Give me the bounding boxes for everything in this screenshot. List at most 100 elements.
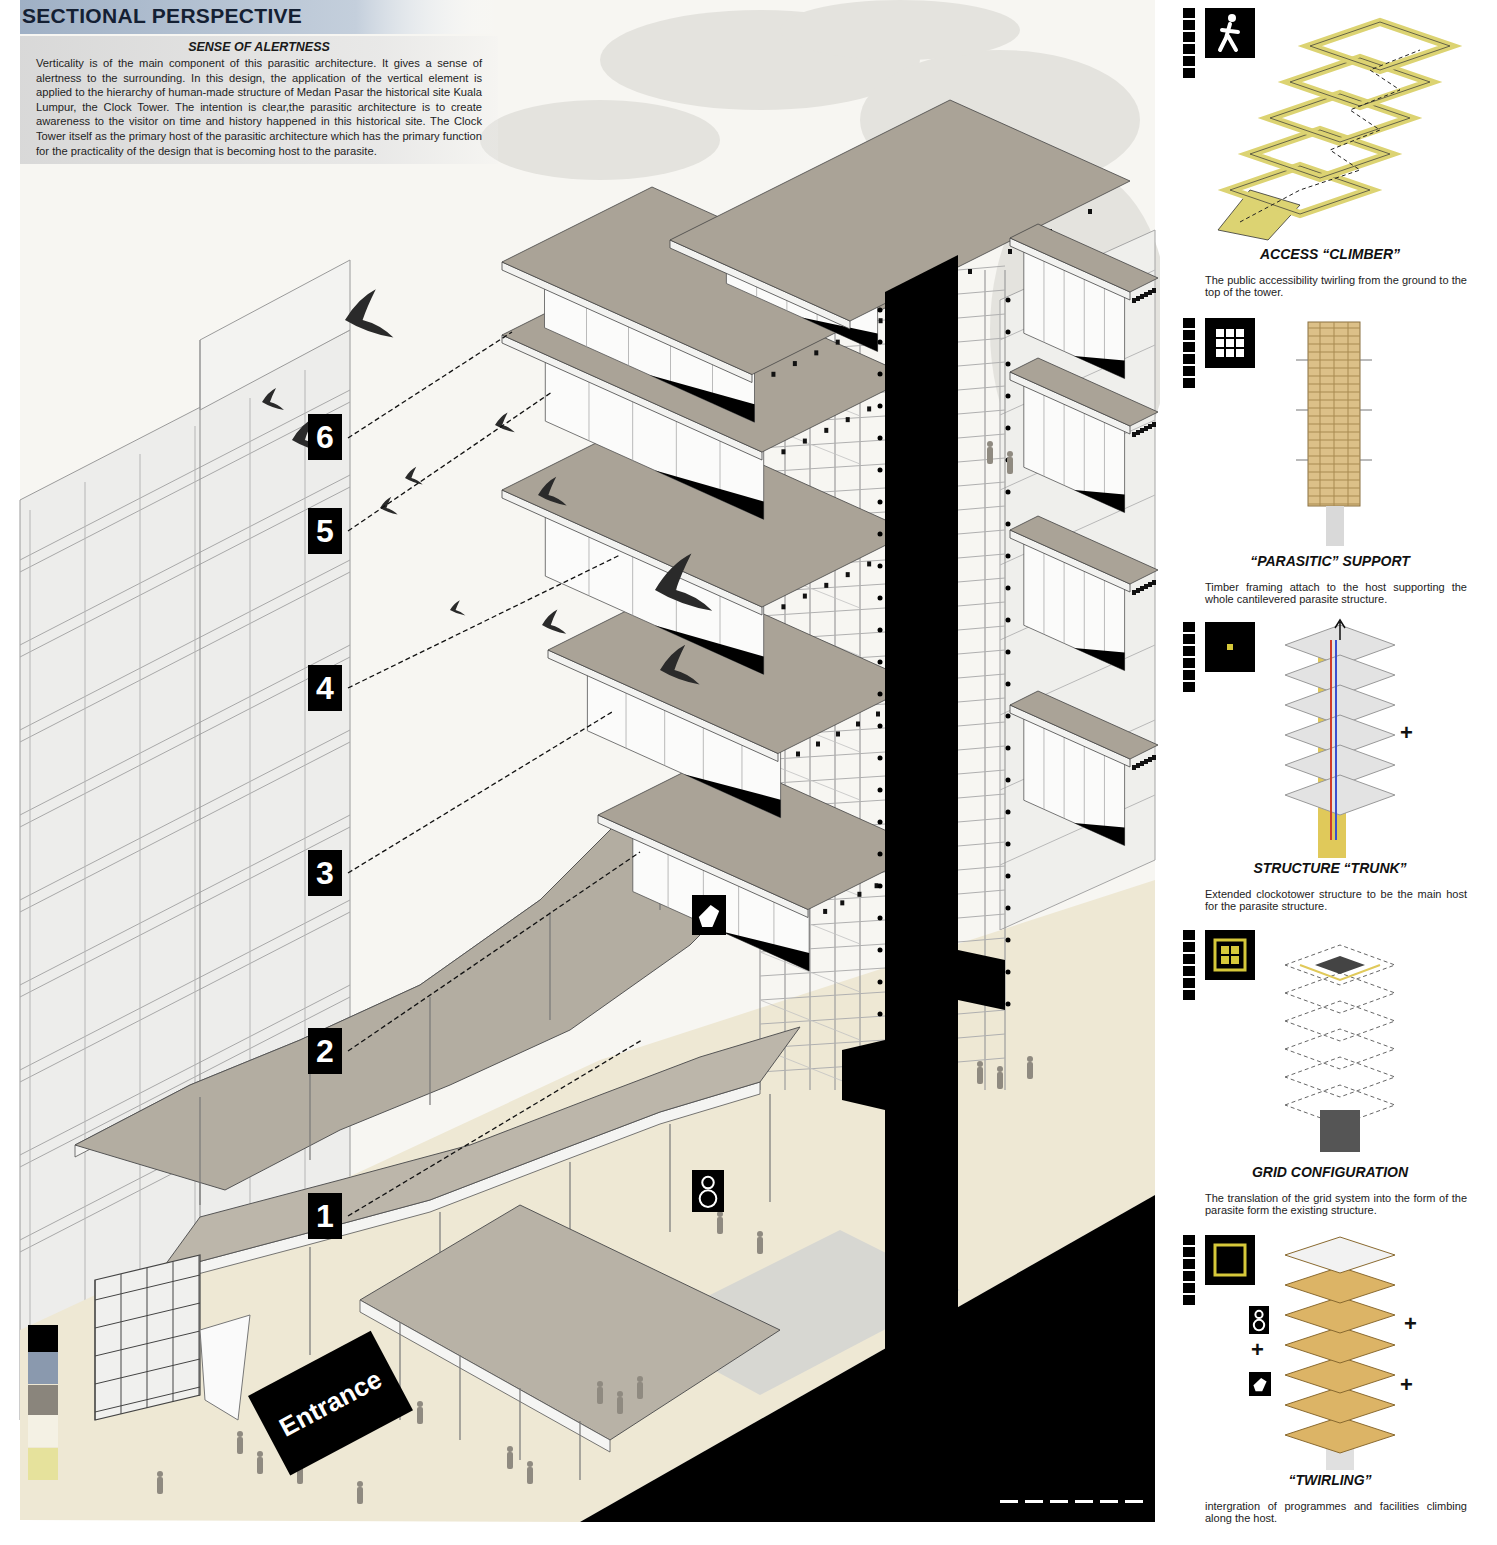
speaker-cone xyxy=(1255,1311,1262,1318)
canopy-roof xyxy=(360,1205,780,1440)
lattice-rail xyxy=(958,1034,1005,1038)
wall-shadow xyxy=(1074,356,1124,379)
wall-mullion xyxy=(1043,724,1044,809)
person-head xyxy=(527,1461,533,1467)
lattice-rail xyxy=(958,1010,1005,1014)
bolt xyxy=(1006,682,1011,687)
glass-mullion xyxy=(173,1262,174,1402)
speaker-icon xyxy=(692,1170,724,1212)
beam-end xyxy=(1136,763,1140,768)
bolt xyxy=(878,436,883,441)
index-bar xyxy=(1183,1283,1195,1293)
lattice-rail xyxy=(958,650,1005,654)
index-bar xyxy=(1183,1295,1195,1305)
person-body xyxy=(597,1387,603,1404)
leader-line xyxy=(348,852,640,1051)
grid-layer xyxy=(1285,945,1395,985)
plus-sign: + xyxy=(1251,1339,1264,1361)
node-label: Entrance xyxy=(275,1366,385,1441)
facade-band xyxy=(20,402,350,572)
facade-band xyxy=(20,730,350,900)
beam-end xyxy=(1148,290,1152,295)
scale-bar xyxy=(1050,1500,1068,1503)
person-body xyxy=(617,1397,623,1414)
ramp-column xyxy=(429,997,430,1105)
beam-end xyxy=(1140,586,1144,591)
climber-path xyxy=(1240,50,1420,222)
beam-end xyxy=(1140,761,1144,766)
facade-band xyxy=(20,742,350,912)
bird xyxy=(405,467,423,485)
bird xyxy=(660,645,700,685)
callout-number: 4 xyxy=(308,665,342,711)
person xyxy=(637,1376,643,1399)
lattice-rail xyxy=(958,458,1005,462)
beam-end xyxy=(1152,755,1156,760)
plus-sign: + xyxy=(1404,1313,1417,1335)
index-bar xyxy=(1183,942,1195,952)
beam-end xyxy=(1140,294,1144,299)
grid-trace xyxy=(1300,965,1380,980)
grid-cell xyxy=(1236,329,1244,337)
index-bar xyxy=(1183,966,1195,976)
index-bar xyxy=(1183,954,1195,964)
wall-shadow xyxy=(684,774,781,817)
lattice-rail xyxy=(958,938,1005,942)
index-bar xyxy=(1183,342,1195,352)
person-body xyxy=(637,1382,643,1399)
bolt xyxy=(1006,778,1011,783)
lattice-rail xyxy=(958,842,1005,846)
person xyxy=(597,1381,603,1404)
slab-top xyxy=(1010,358,1158,426)
concept-panel xyxy=(1160,0,1497,1545)
person-body xyxy=(1027,1062,1033,1079)
speaker-cone xyxy=(700,1190,717,1207)
beam-end xyxy=(781,604,785,609)
glass-transom xyxy=(95,1387,200,1412)
beam-end xyxy=(1144,759,1148,764)
grid-layer xyxy=(1285,1057,1395,1097)
person-head xyxy=(1027,1056,1033,1062)
grid-base xyxy=(1320,1110,1360,1152)
callout-number: 2 xyxy=(308,1028,342,1074)
wall-mullion xyxy=(1104,577,1105,662)
bolt xyxy=(878,724,883,729)
person xyxy=(527,1461,533,1484)
lattice-rail xyxy=(958,866,1005,870)
trunk-line xyxy=(1330,640,1332,840)
beam-end xyxy=(1132,298,1136,303)
index-bar xyxy=(1183,68,1195,78)
climber-edge xyxy=(1310,22,1450,70)
lattice-rail xyxy=(958,410,1005,414)
beam-end xyxy=(793,361,797,366)
tick xyxy=(1360,360,1372,361)
bolt xyxy=(1006,522,1011,527)
beam-end xyxy=(1132,590,1136,595)
leader-line xyxy=(348,392,552,531)
wall-shadow xyxy=(1074,823,1124,846)
person-head xyxy=(617,1391,623,1397)
wall-mullion xyxy=(1064,266,1065,351)
grid-cell xyxy=(1216,339,1224,347)
ramp-column xyxy=(669,1124,670,1232)
glass-mullion xyxy=(199,1256,200,1396)
beam-end xyxy=(823,909,827,914)
glass-frame xyxy=(95,1255,200,1420)
ramp-column xyxy=(549,912,550,1020)
person xyxy=(507,1446,513,1469)
bolt xyxy=(1006,330,1011,335)
index-bar xyxy=(1183,1235,1195,1245)
index-bar xyxy=(1183,658,1195,668)
lattice-rail xyxy=(958,362,1005,366)
beam-end xyxy=(1136,430,1140,435)
wall-shadow xyxy=(721,931,809,971)
index-bar xyxy=(1183,1271,1195,1281)
timber-column xyxy=(1308,322,1360,506)
material-swatch xyxy=(28,1385,58,1417)
material-swatch xyxy=(28,1352,58,1384)
facade-band xyxy=(20,572,350,742)
side-pod xyxy=(1010,224,1158,379)
beam-end xyxy=(879,318,883,323)
panel-ground xyxy=(1160,0,1497,1545)
